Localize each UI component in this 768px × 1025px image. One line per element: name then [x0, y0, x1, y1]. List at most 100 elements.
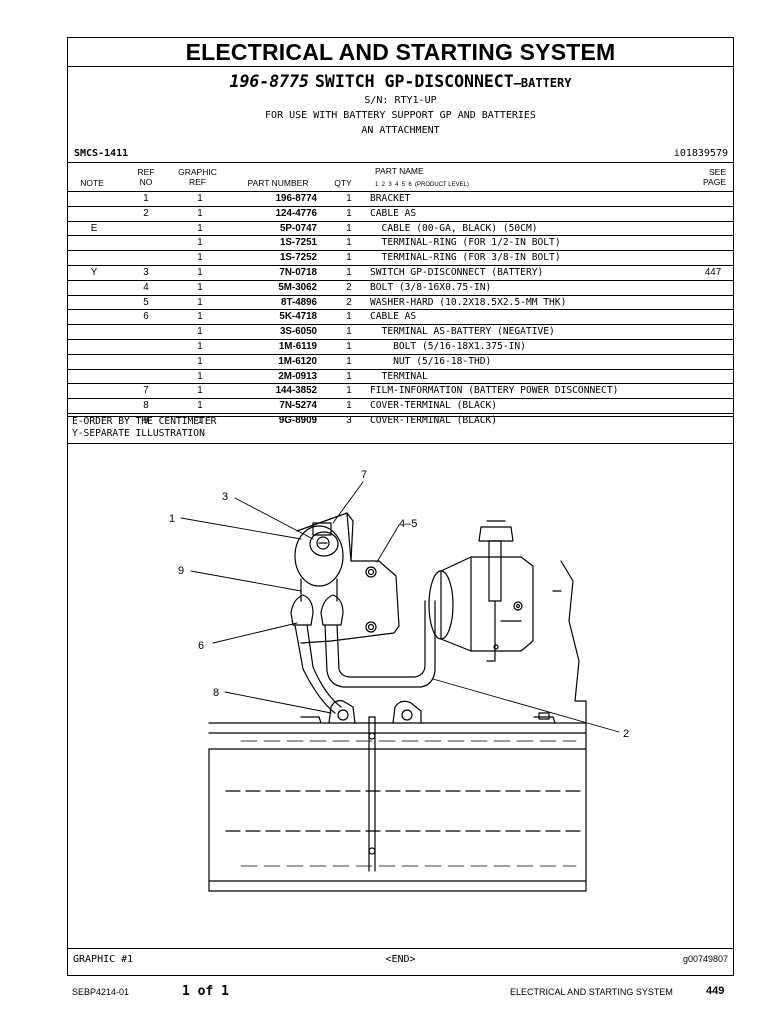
note-e: E-ORDER BY THE CENTIMETER [72, 416, 217, 427]
usage-line-2: AN ATTACHMENT [361, 125, 440, 136]
col-product-level: 1 2 3 4 5 6 (PRODUCT LEVEL) [375, 182, 469, 188]
row-see-page [693, 338, 733, 355]
col-qty: QTY [334, 178, 352, 188]
document-number: SEBP4214-01 [72, 987, 130, 997]
row-note [68, 279, 120, 296]
bracket-drawing [296, 512, 400, 644]
col-part-name: PART NAME [375, 166, 424, 176]
row-note [68, 338, 120, 355]
row-part-number: 2M-0913 [228, 368, 331, 384]
row-qty: 1 [331, 338, 367, 355]
row-part-number: 124-4776 [228, 205, 331, 222]
group-part-number: 196-8775 [229, 72, 309, 91]
row-note [68, 191, 120, 207]
row-see-page [693, 398, 733, 414]
footer-divider [68, 948, 733, 949]
row-qty: 1 [331, 191, 367, 207]
col-note: NOTE [80, 178, 104, 188]
row-part-name: BRACKET [367, 191, 693, 207]
row-ref-no: 7 [120, 383, 172, 399]
row-see-page [693, 294, 733, 310]
terminal-cover-drawing [328, 700, 422, 724]
notes-block: E-ORDER BY THE CENTIMETER Y-SEPARATE ILL… [72, 416, 216, 440]
row-part-number: 144-3852 [228, 383, 331, 399]
row-part-name: TERMINAL AS-BATTERY (NEGATIVE) [367, 324, 693, 340]
row-qty: 2 [331, 294, 367, 310]
row-part-name: CABLE AS [367, 309, 693, 325]
row-graphic-ref: 1 [172, 309, 228, 325]
row-ref-no: 6 [120, 309, 172, 325]
row-note: E [68, 220, 120, 236]
row-part-number: 5K-4718 [228, 309, 331, 325]
row-part-number: 5P-0747 [228, 220, 331, 236]
group-name: SWITCH GP-DISCONNECT [315, 72, 514, 91]
callout-9: 9 [178, 565, 184, 577]
row-qty: 1 [331, 383, 367, 399]
row-see-page [693, 220, 733, 236]
callout-8: 8 [213, 687, 219, 699]
row-qty: 1 [331, 324, 367, 340]
row-graphic-ref: 1 [172, 191, 228, 207]
row-see-page [693, 235, 733, 251]
row-part-number: 3S-6050 [228, 324, 331, 340]
header-divider [68, 162, 733, 163]
col-part-number: PART NUMBER [247, 178, 309, 188]
callout-6: 6 [198, 640, 204, 652]
row-see-page [693, 383, 733, 399]
callout-4-5: 4–5 [399, 518, 417, 530]
row-qty: 1 [331, 353, 367, 370]
row-graphic-ref: 1 [172, 250, 228, 266]
row-graphic-ref: 1 [172, 383, 228, 399]
col-see-page: SEE PAGE [703, 167, 726, 187]
callout-labels: 1 2 3 4–5 6 7 8 9 [169, 469, 629, 740]
row-graphic-ref: 1 [172, 235, 228, 251]
row-qty: 1 [331, 235, 367, 251]
row-part-name: CABLE (00-GA, BLACK) (50CM) [367, 220, 693, 236]
row-ref-no [120, 220, 172, 236]
page-number: 449 [706, 985, 725, 997]
row-note [68, 205, 120, 222]
end-marker: <END> [385, 954, 416, 965]
row-graphic-ref: 1 [172, 324, 228, 340]
row-part-name: SWITCH GP-DISCONNECT (BATTERY) [367, 264, 693, 281]
footer-section-title: ELECTRICAL AND STARTING SYSTEM [510, 987, 673, 997]
row-note [68, 235, 120, 251]
row-note [68, 309, 120, 325]
row-ref-no [120, 324, 172, 340]
row-graphic-ref: 1 [172, 368, 228, 384]
row-part-number: 8T-4896 [228, 294, 331, 310]
row-note [68, 324, 120, 340]
illustration-id: i01839579 [673, 148, 728, 159]
row-see-page [693, 250, 733, 266]
callout-1: 1 [169, 513, 175, 525]
note-y: Y-SEPARATE ILLUSTRATION [72, 428, 205, 439]
row-part-name: WASHER-HARD (10.2X18.5X2.5-MM THK) [367, 294, 693, 310]
row-note [68, 398, 120, 414]
row-part-name: TERMINAL-RING (FOR 1/2-IN BOLT) [367, 235, 693, 251]
graphic-label: GRAPHIC #1 [73, 954, 134, 965]
col-graphic-ref: GRAPHIC REF [178, 167, 217, 187]
row-ref-no: 8 [120, 398, 172, 414]
row-note [68, 250, 120, 266]
row-part-name: BOLT (5/16-18X1.375-IN) [367, 338, 693, 355]
row-qty: 1 [331, 398, 367, 414]
row-part-name: BOLT (3/8-16X0.75-IN) [367, 279, 693, 296]
notes-divider [68, 416, 733, 417]
smcs-code: SMCS-1411 [74, 148, 129, 159]
row-graphic-ref: 1 [172, 205, 228, 222]
callout-leaders [180, 481, 620, 733]
row-ref-no [120, 235, 172, 251]
page-of-pages: 1 of 1 [182, 984, 229, 999]
